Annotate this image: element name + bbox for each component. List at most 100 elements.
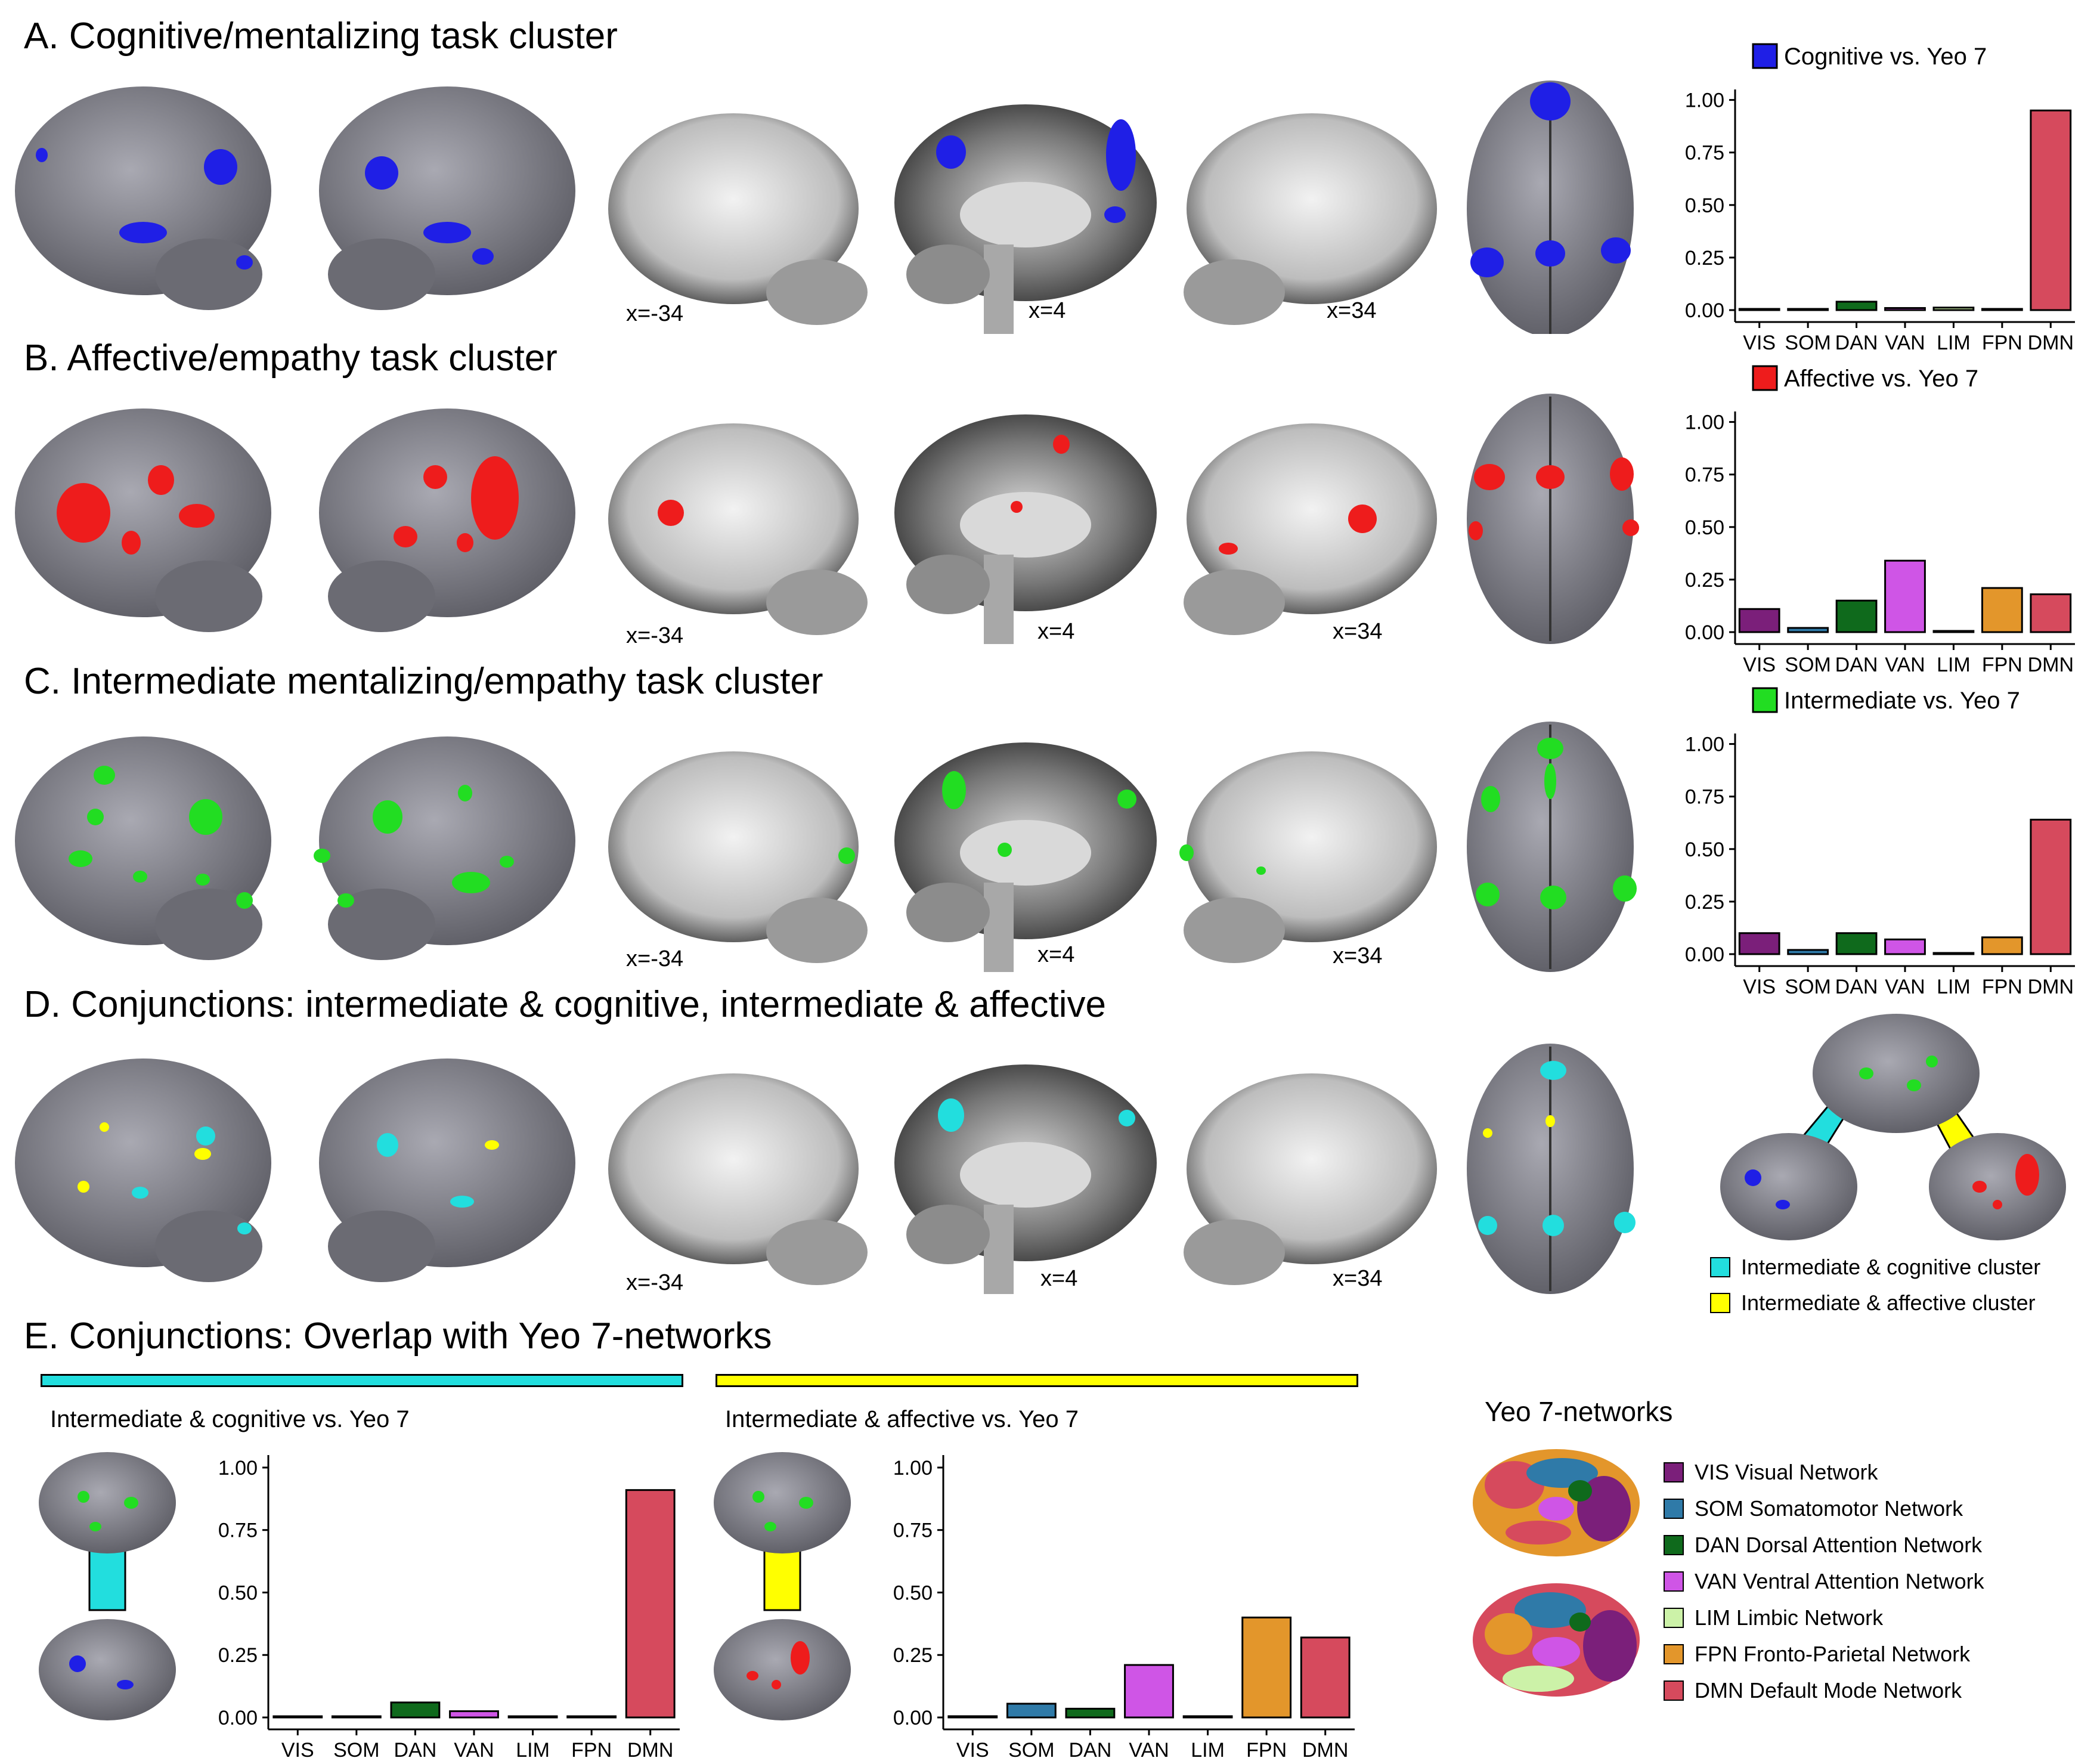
slice-label-b-left: x=-34 [626, 623, 684, 648]
y-tick-label: 1.00 [218, 1457, 258, 1480]
sagittal-slice-left [608, 751, 868, 963]
y-tick-label: 0.50 [218, 1581, 258, 1604]
bar-lim [1932, 630, 1975, 633]
yeo-brains [1467, 1443, 1646, 1706]
sagittal-slice-right [1184, 423, 1437, 635]
conj-cognitive-brains-svg [39, 1452, 176, 1720]
vis-label: VIS Visual Network [1695, 1460, 1878, 1484]
van-label: VAN Ventral Attention Network [1695, 1569, 1984, 1593]
yeo-legend-van: VAN Ventral Attention Network [1664, 1569, 1984, 1594]
x-tick-label: DMN [1302, 1739, 1348, 1758]
x-tick-label: SOM [1785, 654, 1830, 676]
x-tick-label: DAN [394, 1739, 437, 1758]
sagittal-slice-left [608, 1073, 868, 1285]
conj-affective-brains-svg [714, 1452, 851, 1720]
bar-som [1787, 308, 1829, 311]
x-tick-label: DAN [1069, 1739, 1112, 1758]
bar-van [1884, 307, 1926, 311]
section-c-title: C. Intermediate mentalizing/empathy task… [24, 661, 823, 702]
cognitive-conj-strip [41, 1374, 683, 1387]
lateral-brain-left [15, 408, 271, 632]
x-tick-label: VAN [454, 1739, 494, 1758]
slice-label-a-mid: x=4 [1029, 298, 1066, 323]
slice-label-b-mid: x=4 [1037, 619, 1075, 644]
x-tick-label: DMN [2028, 654, 2074, 676]
conjunction-schematic [1717, 1008, 2075, 1246]
x-tick-label: VIS [281, 1739, 314, 1758]
x-tick-label: FPN [1982, 976, 2022, 998]
x-tick-label: FPN [1982, 332, 2022, 354]
lateral-brain-right [319, 408, 575, 632]
conj-cognitive-label: Intermediate & cognitive cluster [1741, 1255, 2041, 1279]
x-tick-label: SOM [333, 1739, 379, 1758]
conj-cognitive-swatch [1710, 1257, 1730, 1277]
fpn-label: FPN Fronto-Parietal Network [1695, 1642, 1971, 1666]
section-a-title: A. Cognitive/mentalizing task cluster [24, 16, 618, 57]
row-d-svg [15, 1044, 1636, 1294]
yeo-legend-dmn: DMN Default Mode Network [1664, 1678, 1962, 1703]
y-tick-label: 0.00 [218, 1707, 258, 1729]
sagittal-slice-left [608, 423, 868, 635]
lateral-brain-right [319, 86, 575, 310]
slice-label-c-left: x=-34 [626, 946, 684, 971]
bar-lim [507, 1715, 558, 1719]
bar-fpn [1981, 308, 2023, 311]
x-tick-label: LIM [516, 1739, 550, 1758]
bar-van [1124, 1664, 1174, 1719]
bar-dmn [625, 1489, 676, 1719]
x-tick-label: DAN [1835, 332, 1878, 354]
dmn-label: DMN Default Mode Network [1695, 1678, 1962, 1703]
x-tick-label: LIM [1937, 654, 1971, 676]
lim-label: LIM Limbic Network [1695, 1605, 1884, 1630]
bar-dan [1835, 301, 1878, 311]
y-tick-label: 0.25 [1685, 891, 1724, 914]
x-tick-label: VIS [956, 1739, 989, 1758]
slice-label-d-right: x=34 [1333, 1266, 1383, 1291]
chart-conj-cognitive-title: Intermediate & cognitive vs. Yeo 7 [50, 1406, 410, 1432]
axial-brain [1467, 394, 1639, 644]
bar-chart-svg: Cognitive vs. Yeo 70.000.250.500.751.00V… [1685, 43, 2075, 354]
bar-dmn [1300, 1636, 1351, 1719]
x-tick-label: FPN [1982, 654, 2022, 676]
yeo-lateral-brain [1473, 1449, 1640, 1556]
midsagittal-slice [894, 1064, 1157, 1294]
x-tick-label: LIM [1937, 976, 1971, 998]
y-tick-label: 0.75 [1685, 786, 1724, 809]
dmn-swatch [1664, 1680, 1684, 1701]
x-tick-label: VAN [1129, 1739, 1169, 1758]
midsagittal-slice [894, 742, 1157, 972]
conjunction-schematic-svg [1720, 1014, 2066, 1240]
section-b-title: B. Affective/empathy task cluster [24, 338, 557, 379]
legend-swatch [1752, 43, 1778, 69]
bar-fpn [1981, 587, 2023, 633]
bar-dan [1835, 932, 1878, 955]
conj-legend-cognitive: Intermediate & cognitive cluster [1710, 1255, 2040, 1280]
axial-brain [1467, 1044, 1636, 1294]
x-tick-label: DAN [1835, 976, 1878, 998]
chart-title: Intermediate vs. Yeo 7 [1784, 688, 2020, 714]
midsagittal-slice [894, 104, 1157, 334]
bar-van [1884, 559, 1926, 633]
slice-label-d-left: x=-34 [626, 1270, 684, 1295]
bar-van [449, 1710, 499, 1719]
yeo-brains-svg [1473, 1449, 1640, 1697]
y-tick-label: 0.50 [1685, 838, 1724, 861]
bar-som [331, 1715, 382, 1719]
som-swatch [1664, 1499, 1684, 1519]
bar-vis [1738, 308, 1780, 311]
x-tick-label: LIM [1937, 332, 1971, 354]
sagittal-slice-right [1179, 751, 1437, 963]
x-tick-label: VAN [1885, 332, 1925, 354]
sagittal-slice-right [1184, 113, 1437, 325]
y-tick-label: 1.00 [1685, 411, 1724, 434]
x-tick-label: VAN [1885, 654, 1925, 676]
lateral-brain-left [15, 736, 271, 960]
bar-vis [947, 1715, 998, 1719]
slice-label-c-right: x=34 [1333, 943, 1383, 968]
